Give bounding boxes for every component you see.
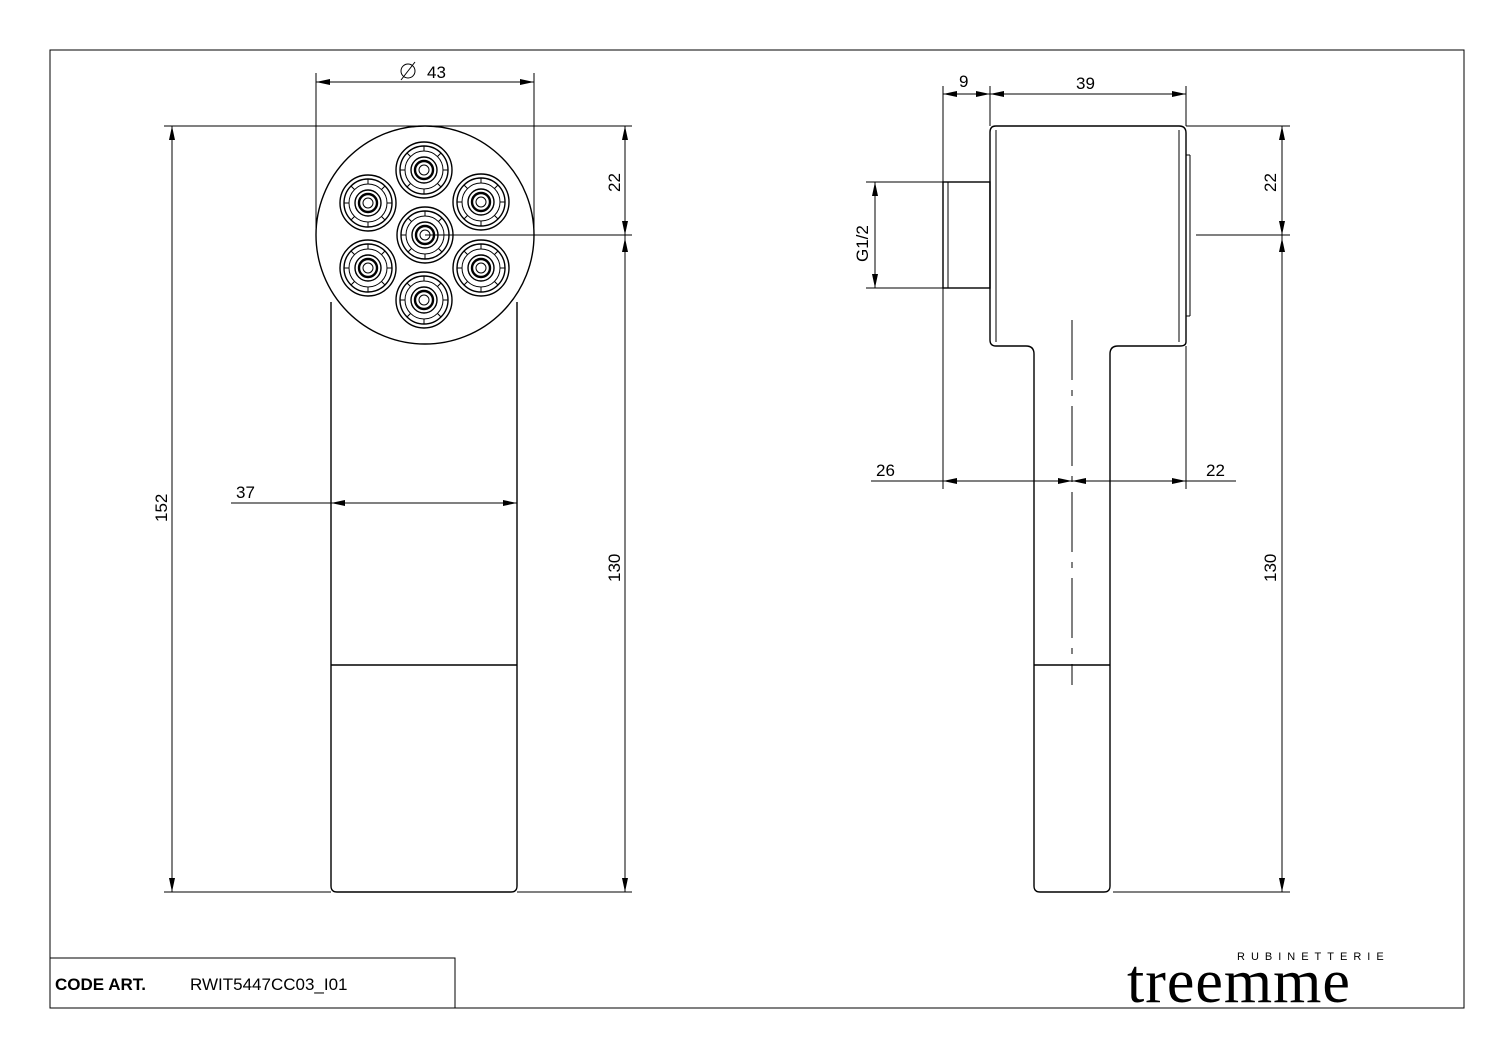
nozzle-lower-left [338, 238, 398, 298]
dim-side-head-offset-value: 22 [1261, 173, 1280, 192]
dim-handle-width: 37 [231, 483, 517, 506]
dim-connector-length-value: 9 [959, 72, 968, 91]
dim-total-height-value: 152 [152, 494, 171, 522]
brand-main-text: treemme [1127, 948, 1351, 1016]
dim-handle-length: 130 [517, 235, 632, 893]
dim-thread-value: G1/2 [853, 225, 872, 262]
brand-logo: RUBINETTERIE treemme [1127, 948, 1390, 1016]
dim-head-depth-value: 39 [1076, 74, 1095, 93]
dim-side-offsets: 26 22 [871, 288, 1236, 489]
dim-diameter: 43 [315, 61, 535, 235]
side-head-outline [989, 125, 1187, 893]
dim-handle-width-value: 37 [236, 483, 255, 502]
dim-diameter-value: 43 [427, 63, 446, 82]
dim-side-handle-length-value: 130 [1261, 554, 1280, 582]
nozzle-lower-right [451, 238, 511, 298]
title-block: CODE ART. RWIT5447CC03_I01 [49, 957, 456, 1009]
dim-left-offset-value: 26 [876, 461, 895, 480]
side-connector [942, 181, 991, 289]
front-view: 43 152 22 130 [152, 61, 632, 893]
dim-total-height: 152 [152, 125, 425, 893]
dim-head-offset: 22 [425, 125, 632, 236]
nozzle-upper-right [451, 172, 511, 232]
front-handle-outline [330, 302, 518, 893]
dim-connector-length: 9 39 [942, 72, 1187, 182]
dim-side-head-offset: 22 130 [1113, 125, 1290, 893]
dim-thread: G1/2 [853, 181, 943, 289]
dim-head-offset-value: 22 [605, 173, 624, 192]
code-art-label: CODE ART. [55, 975, 146, 994]
dim-right-offset-value: 22 [1206, 461, 1225, 480]
nozzle-bottom [394, 270, 454, 330]
code-art-value: RWIT5447CC03_I01 [190, 975, 348, 994]
nozzle-upper-left [338, 173, 398, 233]
brand-top-text: RUBINETTERIE [1237, 951, 1390, 963]
nozzle-top [394, 140, 454, 200]
side-view: 9 39 G1/2 22 130 [853, 72, 1290, 893]
dim-handle-length-value: 130 [605, 554, 624, 582]
drawing-frame [49, 49, 1465, 1009]
